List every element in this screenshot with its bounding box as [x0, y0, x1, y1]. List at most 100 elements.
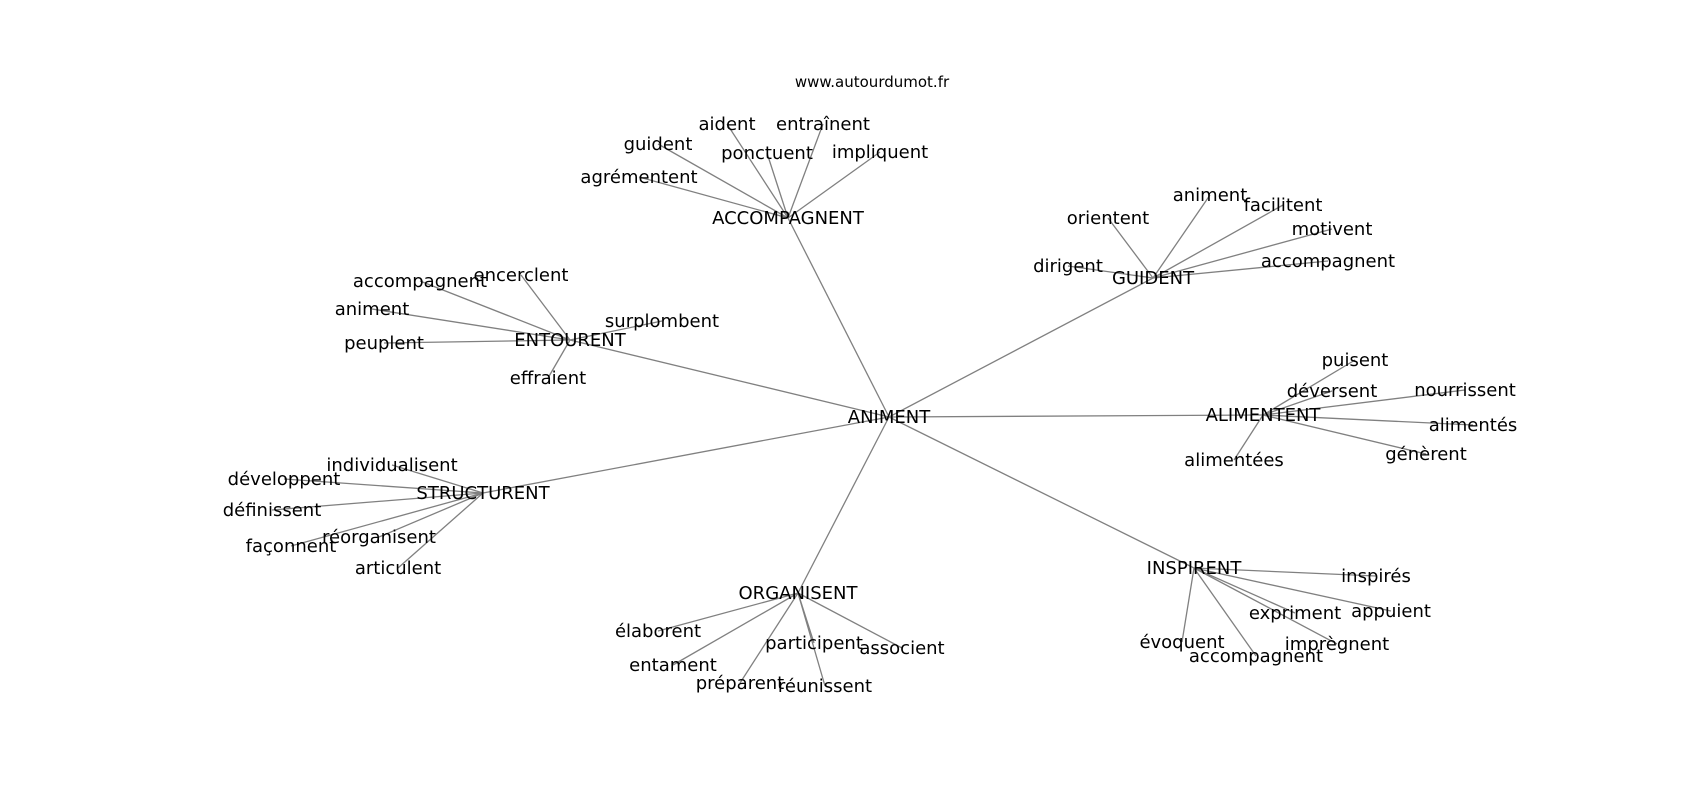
leaf-node: agrémentent: [580, 167, 697, 188]
leaf-node: élaborent: [615, 621, 701, 642]
leaf-node: dirigent: [1033, 256, 1103, 277]
leaf-node: surplombent: [605, 311, 719, 332]
leaf-node: effraient: [510, 368, 586, 389]
leaf-node: accompagnent: [353, 271, 487, 292]
leaf-node: puisent: [1322, 350, 1389, 371]
leaf-node: accompagnent: [1261, 251, 1395, 272]
edge-hub-to-leaf: [1181, 567, 1195, 643]
leaf-node: réorganisent: [322, 527, 436, 548]
leaf-node: facilitent: [1244, 195, 1323, 216]
leaf-node: imprègnent: [1285, 634, 1389, 655]
hub-node: ACCOMPAGNENT: [712, 208, 865, 229]
edge-hub-to-leaf: [1067, 265, 1154, 279]
leaf-node: déversent: [1287, 381, 1378, 402]
edge-hub-to-leaf: [1233, 414, 1264, 461]
edge-hub-to-leaf: [638, 176, 789, 219]
leaf-node: animent: [1173, 185, 1248, 206]
edge-hub-to-leaf: [1193, 567, 1392, 612]
leaf-node: inspirés: [1341, 566, 1411, 587]
leaf-node: guident: [624, 134, 693, 155]
leaf-node: ponctuent: [721, 143, 813, 164]
leaf-node: associent: [859, 638, 944, 659]
edge-center-to-hub: [569, 339, 890, 418]
edge-hub-to-leaf: [520, 274, 571, 341]
leaf-node: individualisent: [326, 455, 457, 476]
hub-node: ORGANISENT: [739, 583, 859, 604]
edge-hub-to-leaf: [787, 151, 881, 219]
leaf-node: entament: [629, 655, 717, 676]
site-credit: www.autourdumot.fr: [795, 73, 950, 91]
leaf-node: façonnent: [246, 536, 337, 557]
leaf-node: articulent: [355, 558, 441, 579]
edge-center-to-hub: [888, 416, 1195, 569]
leaf-node: accompagnent: [1189, 646, 1323, 667]
edge-center-to-hub: [888, 414, 1264, 418]
edge-hub-to-leaf: [283, 478, 484, 494]
leaf-node: évoquent: [1139, 632, 1224, 653]
leaf-node: motivent: [1292, 219, 1373, 240]
edge-hub-to-leaf: [383, 339, 571, 344]
leaf-node: préparent: [696, 673, 785, 694]
leaf-node: nourrissent: [1414, 380, 1516, 401]
leaf-node: animent: [335, 299, 410, 320]
hub-node: ENTOURENT: [514, 330, 627, 351]
leaf-node: impliquent: [832, 142, 928, 163]
leaf-node: définissent: [223, 500, 322, 521]
leaf-node: alimentés: [1429, 415, 1518, 436]
edge-hub-to-leaf: [378, 492, 484, 538]
edge-hub-to-leaf: [1152, 228, 1333, 279]
edge-hub-to-leaf: [672, 592, 799, 666]
edge-hub-to-leaf: [1107, 217, 1154, 279]
leaf-node: peuplent: [344, 333, 424, 354]
edge-hub-to-leaf: [271, 492, 484, 511]
edge-hub-to-leaf: [657, 143, 789, 219]
edge-hub-to-leaf: [1262, 414, 1474, 426]
edge-hub-to-leaf: [371, 308, 571, 341]
edges-layer: [271, 123, 1474, 687]
hub-node: ALIMENTENT: [1206, 405, 1322, 426]
leaf-node: génèrent: [1385, 444, 1467, 465]
edge-center-to-hub: [797, 416, 890, 594]
edge-hub-to-leaf: [797, 592, 903, 649]
edge-hub-to-leaf: [290, 492, 484, 547]
edge-hub-to-leaf: [547, 339, 571, 379]
edge-hub-to-leaf: [1193, 567, 1296, 614]
hub-node: INSPIRENT: [1147, 558, 1243, 579]
edge-hub-to-leaf: [1193, 567, 1377, 577]
labels-layer: www.autourdumot.fr ANIMENT ACCOMPAGNENT ai…: [223, 73, 1518, 697]
edge-hub-to-leaf: [726, 123, 789, 219]
leaf-node: réunissent: [778, 676, 872, 697]
leaf-node: alimentées: [1184, 450, 1284, 471]
edge-hub-to-leaf: [569, 320, 663, 341]
edge-hub-to-leaf: [391, 464, 484, 494]
edge-hub-to-leaf: [1152, 260, 1329, 279]
leaf-node: aident: [699, 114, 756, 135]
hub-node: STRUCTURENT: [416, 483, 550, 504]
edge-center-to-hub: [787, 217, 890, 418]
edge-hub-to-leaf: [1193, 567, 1257, 657]
edge-hub-to-leaf: [1193, 567, 1338, 645]
edge-hub-to-leaf: [739, 592, 799, 684]
leaf-node: entraînent: [776, 114, 870, 135]
leaf-node: développent: [228, 469, 341, 490]
hub-node: GUIDENT: [1112, 268, 1195, 289]
edge-hub-to-leaf: [1152, 204, 1284, 279]
edge-hub-to-leaf: [397, 492, 484, 569]
edge-hub-to-leaf: [787, 123, 824, 219]
center-node: ANIMENT: [848, 407, 931, 428]
leaf-node: encerclent: [474, 265, 569, 286]
edge-center-to-hub: [482, 416, 890, 494]
edge-hub-to-leaf: [1262, 389, 1466, 416]
edge-hub-to-leaf: [1262, 390, 1333, 416]
leaf-node: participent: [765, 633, 863, 654]
leaf-node: orientent: [1067, 208, 1150, 229]
leaf-node: appuient: [1351, 601, 1431, 622]
edge-hub-to-leaf: [657, 592, 799, 632]
edge-hub-to-leaf: [1262, 414, 1427, 455]
leaf-node: expriment: [1249, 603, 1341, 624]
edge-hub-to-leaf: [797, 592, 826, 687]
edge-hub-to-leaf: [1152, 194, 1211, 279]
edge-hub-to-leaf: [766, 152, 789, 219]
edge-hub-to-leaf: [419, 280, 571, 341]
